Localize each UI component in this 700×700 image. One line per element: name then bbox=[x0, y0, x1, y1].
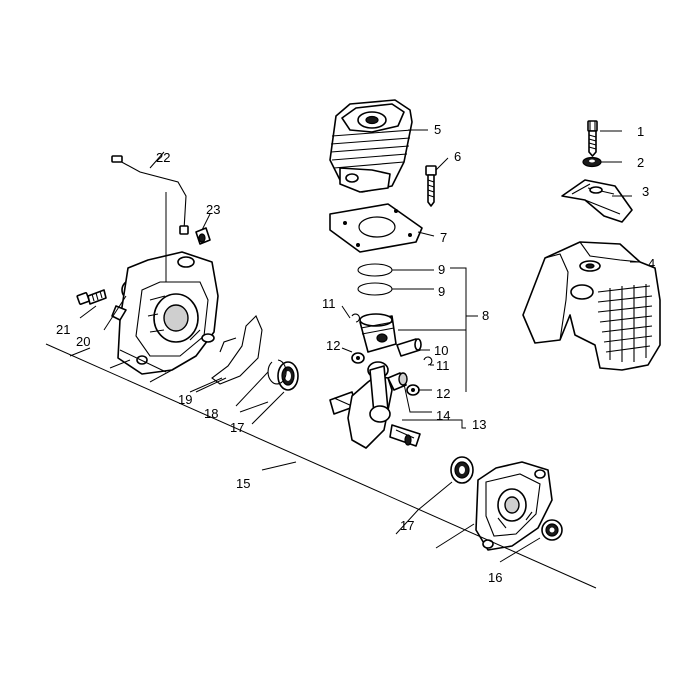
callout-label: 3 bbox=[642, 184, 649, 199]
callout-label: 23 bbox=[206, 202, 220, 217]
piston-ring-icon[interactable] bbox=[357, 263, 393, 296]
callout-label: 5 bbox=[434, 122, 441, 137]
callout-label: 14 bbox=[436, 408, 450, 423]
screw-icon[interactable] bbox=[587, 120, 598, 157]
fitting-icon[interactable] bbox=[195, 227, 211, 245]
circlip-icon[interactable] bbox=[351, 313, 433, 366]
callout-label: 7 bbox=[440, 230, 447, 245]
ball-bearing-icon[interactable] bbox=[450, 456, 474, 484]
bolt-icon[interactable] bbox=[425, 165, 437, 207]
gasket-icon[interactable] bbox=[329, 203, 423, 253]
crankcase-gasket-icon[interactable] bbox=[211, 315, 263, 385]
oil-seal-icon[interactable] bbox=[541, 519, 563, 541]
callout-label: 13 bbox=[472, 417, 486, 432]
callout-label: 11 bbox=[322, 296, 336, 311]
callout-label: 11 bbox=[436, 358, 450, 373]
callout-label: 12 bbox=[326, 338, 340, 353]
cover-cap-icon[interactable] bbox=[561, 179, 633, 223]
ball-bearing-icon[interactable] bbox=[277, 361, 299, 391]
stop-wire-icon[interactable] bbox=[111, 155, 189, 235]
callout-label: 10 bbox=[434, 343, 448, 358]
crankcase-left-icon[interactable] bbox=[111, 251, 219, 375]
callout-label: 9 bbox=[438, 284, 445, 299]
callout-label: 6 bbox=[454, 149, 461, 164]
callout-label: 21 bbox=[56, 322, 70, 337]
callout-label: 9 bbox=[438, 262, 445, 277]
callout-label: 2 bbox=[637, 155, 644, 170]
callout-label: 15 bbox=[236, 476, 250, 491]
callout-label: 16 bbox=[488, 570, 502, 585]
cylinder-icon[interactable] bbox=[329, 99, 413, 193]
callout-label: 22 bbox=[156, 150, 170, 165]
callout-label: 19 bbox=[178, 392, 192, 407]
leader-lines bbox=[45, 129, 640, 589]
callout-label: 20 bbox=[76, 334, 90, 349]
piston-icon[interactable] bbox=[359, 313, 397, 353]
callout-label: 17 bbox=[230, 420, 244, 435]
callout-label: 4 bbox=[648, 256, 655, 271]
callout-label: 18 bbox=[204, 406, 218, 421]
piston-pin-icon[interactable] bbox=[396, 338, 422, 357]
washer-icon[interactable] bbox=[582, 156, 602, 168]
callout-label: 12 bbox=[436, 386, 450, 401]
snap-ring-icon[interactable] bbox=[267, 359, 287, 385]
callout-label: 8 bbox=[482, 308, 489, 323]
crankshaft-icon[interactable] bbox=[329, 361, 421, 449]
needle-bearing-icon[interactable] bbox=[387, 372, 408, 391]
callout-labels: 1 2 3 4 5 6 7 8 9 9 10 11 11 12 12 13 14… bbox=[56, 122, 655, 585]
thrust-washer-icon[interactable] bbox=[351, 352, 420, 396]
crankcase-right-icon[interactable] bbox=[475, 461, 553, 551]
bolt-icon[interactable] bbox=[76, 289, 107, 305]
callout-label: 17 bbox=[400, 518, 414, 533]
engine-cover-icon[interactable] bbox=[522, 241, 661, 371]
callout-label: 1 bbox=[637, 124, 644, 139]
